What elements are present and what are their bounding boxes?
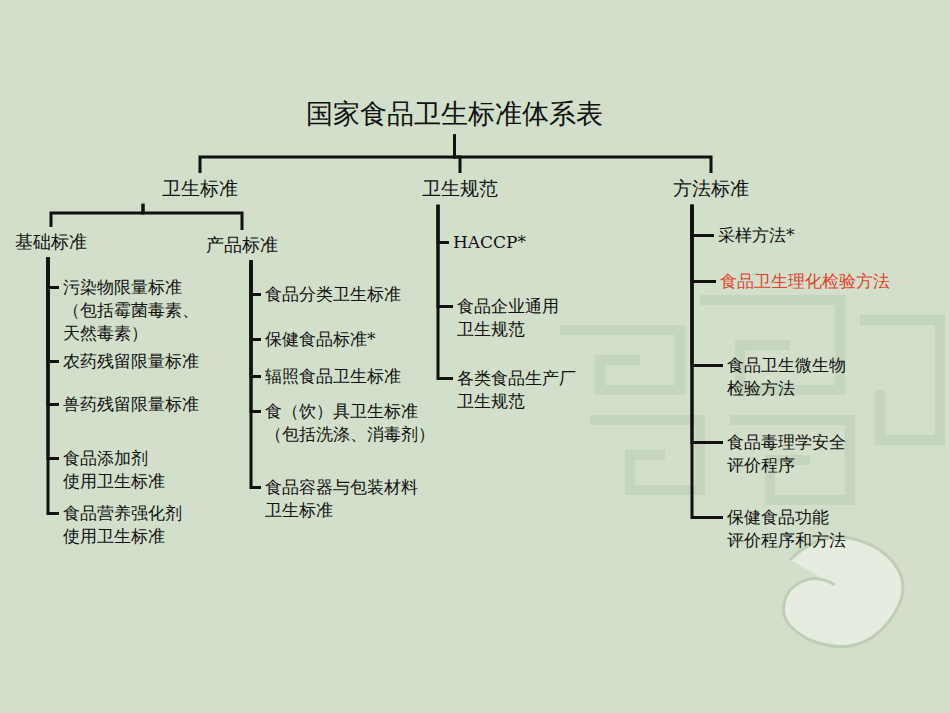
tree-connector (692, 205, 723, 518)
item-label: 食品毒理学安全 评价程序 (725, 431, 848, 477)
tree-connector (438, 205, 453, 307)
item-label: 食（饮）具卫生标准 （包括洗涤、消毒剂） (263, 400, 437, 446)
node-text: 基础标准 (15, 230, 87, 254)
node-text: 食品卫生理化检验方法 (720, 270, 890, 293)
tree-connector (48, 257, 59, 513)
node-text: 食品分类卫生标准 (265, 283, 401, 306)
tree-connector (692, 205, 716, 282)
tree-connector (51, 204, 143, 227)
node-text: 食品卫生微生物 检验方法 (727, 354, 846, 400)
node-text: 辐照食品卫生标准 (265, 365, 401, 388)
node-text: 卫生标准 (162, 176, 238, 202)
item-label-highlight: 食品卫生理化检验方法 (718, 270, 892, 293)
node-text: 保健食品功能 评价程序和方法 (727, 506, 846, 552)
node-text: HACCP* (453, 231, 526, 254)
node-text: 农药残留限量标准 (63, 350, 199, 373)
item-label: 兽药残留限量标准 (61, 393, 201, 416)
node-text: 食品营养强化剂 使用卫生标准 (63, 502, 182, 548)
node-text: 食品企业通用 卫生规范 (457, 295, 559, 341)
tree-connector (48, 257, 59, 458)
node-text: 卫生规范 (422, 176, 498, 202)
tree-connector (143, 204, 242, 230)
tree-connector (48, 257, 59, 404)
tree-connector (48, 257, 59, 361)
node-text: 食品添加剂 使用卫生标准 (63, 447, 165, 493)
item-label: HACCP* (451, 231, 528, 254)
item-label: 食品卫生微生物 检验方法 (725, 354, 848, 400)
node-text: 食品毒理学安全 评价程序 (727, 431, 846, 477)
node-text: 国家食品卫生标准体系表 (306, 96, 603, 132)
ornament-figure (783, 537, 903, 647)
tree-root: 国家食品卫生标准体系表 (304, 96, 605, 132)
item-label: 食品营养强化剂 使用卫生标准 (61, 502, 184, 548)
item-label: 农药残留限量标准 (61, 350, 201, 373)
item-label: 食品分类卫生标准 (263, 283, 403, 306)
node-text: 污染物限量标准 （包括霉菌毒素、 天然毒素） (63, 276, 199, 345)
item-label: 各类食品生产厂 卫生规范 (455, 367, 578, 413)
ornament-strokes (560, 300, 940, 500)
category-label: 卫生标准 (160, 176, 240, 202)
item-label: 采样方法* (716, 224, 797, 247)
item-label: 食品企业通用 卫生规范 (455, 295, 561, 341)
tree-connector (455, 134, 712, 173)
tree-connector (438, 205, 453, 379)
node-text: 兽药残留限量标准 (63, 393, 199, 416)
item-label: 污染物限量标准 （包括霉菌毒素、 天然毒素） (61, 276, 201, 345)
item-label: 食品容器与包装材料 卫生标准 (263, 476, 420, 522)
tree-connector (48, 257, 59, 287)
item-label: 保健食品标准* (263, 328, 378, 351)
category-label: 方法标准 (671, 176, 751, 202)
node-text: 产品标准 (206, 233, 278, 257)
node-text: 采样方法* (718, 224, 795, 247)
item-label: 保健食品功能 评价程序和方法 (725, 506, 848, 552)
group-label: 产品标准 (204, 233, 280, 257)
node-text: 各类食品生产厂 卫生规范 (457, 367, 576, 413)
tree-connector (251, 260, 261, 487)
item-label: 食品添加剂 使用卫生标准 (61, 447, 167, 493)
category-label: 卫生规范 (420, 176, 500, 202)
node-text: 食（饮）具卫生标准 （包括洗涤、消毒剂） (265, 400, 435, 446)
tree-connector (200, 134, 455, 173)
group-label: 基础标准 (13, 230, 89, 254)
node-text: 方法标准 (673, 176, 749, 202)
node-text: 保健食品标准* (265, 328, 376, 351)
tree-connector (692, 205, 714, 236)
tree-connector (438, 205, 449, 243)
node-text: 食品容器与包装材料 卫生标准 (265, 476, 418, 522)
item-label: 辐照食品卫生标准 (263, 365, 403, 388)
